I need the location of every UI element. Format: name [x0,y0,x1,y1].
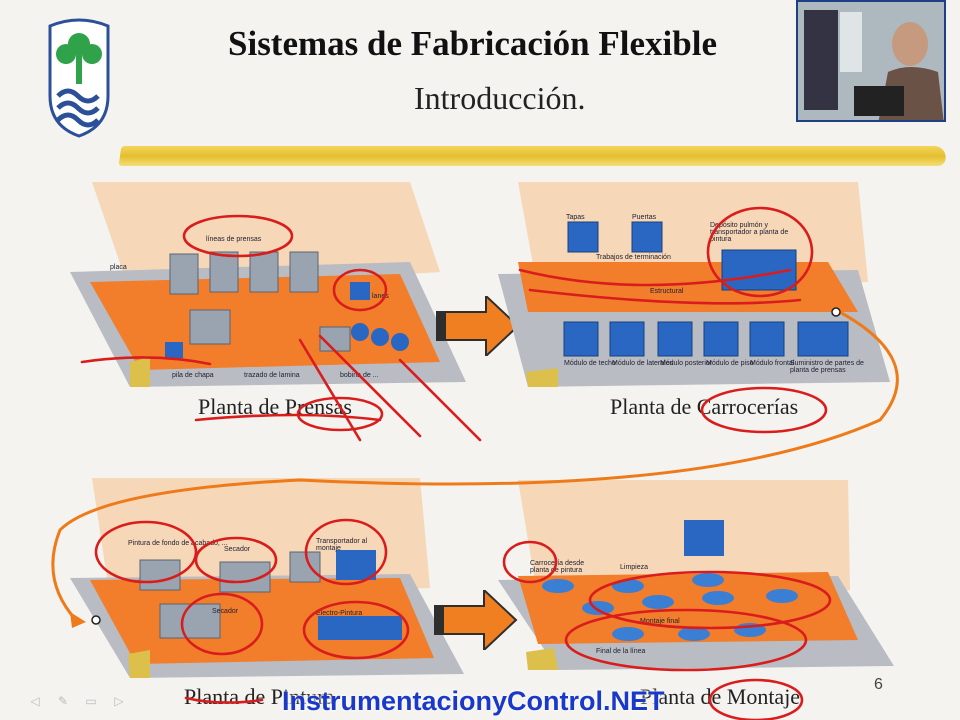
label-lineas-prensas: líneas de prensas [206,236,262,243]
label-placa: placa [110,264,127,271]
slide-navigation: ◁ ✎ ▭ ▷ [26,694,136,710]
presenter-video-frame [798,2,944,120]
page-number: 6 [874,676,883,693]
label-pintura-fondo: Pintura de fondo de acabado, ... [128,540,228,547]
label-modulo-posterior: Módulo posterior [660,360,713,367]
site-watermark: InstrumentacionyControl.NET [282,686,665,716]
label-transportador-montaje: Transportador al montaje [316,538,368,552]
arrow-right-icon[interactable]: ▷ [114,694,124,708]
caption-planta-pintura: Planta de Pintura [184,684,335,709]
label-modulo-frontal: Módulo frontal [750,360,795,367]
label-pila-chapa: pila de chapa [172,372,214,379]
label-modulo-techo: Módulo de techo [564,360,616,367]
label-puertas: Puertas [632,214,657,221]
panel-planta-carrocerias [498,182,890,387]
menu-icon[interactable]: ▭ [85,694,97,708]
label-electro-pintura: Electro-Pintura [316,610,363,617]
label-limpieza: Limpieza [620,564,649,571]
arrow-left-icon[interactable]: ◁ [30,694,40,708]
panel-planta-prensas [70,182,466,387]
presenter-webcam [796,0,946,122]
label-trabajos-terminacion: Trabajos de terminación [596,254,671,261]
label-trazado-lamina: trazado de lamina [244,372,300,379]
slide-subtitle: Introducción. [414,80,586,116]
label-deposito-pulmon: Depósito pulmón y transportador a planta… [710,222,789,243]
label-lanes: lanes [372,293,389,300]
label-secador-1: Secador [224,546,251,553]
panel-planta-montaje [498,480,894,670]
label-montaje-final: Montaje final [640,618,680,625]
flow-arrow-right-top [436,296,520,356]
label-modulo-laterales: Módulo de laterales [612,360,674,367]
label-tapas: Tapas [566,214,585,221]
label-modulo-piso: Módulo de piso [706,360,754,367]
university-logo [48,18,110,138]
label-estructural: Estructural [650,288,684,295]
flow-arrow-right-bottom [434,590,518,650]
label-secador-2: Secador [212,608,239,615]
pen-icon[interactable]: ✎ [57,694,69,708]
label-suministro-partes: Suministro de partes de planta de prensa… [790,360,864,374]
slide-title: Sistemas de Fabricación Flexible [228,24,717,63]
label-final-linea: Final de la línea [596,648,646,655]
